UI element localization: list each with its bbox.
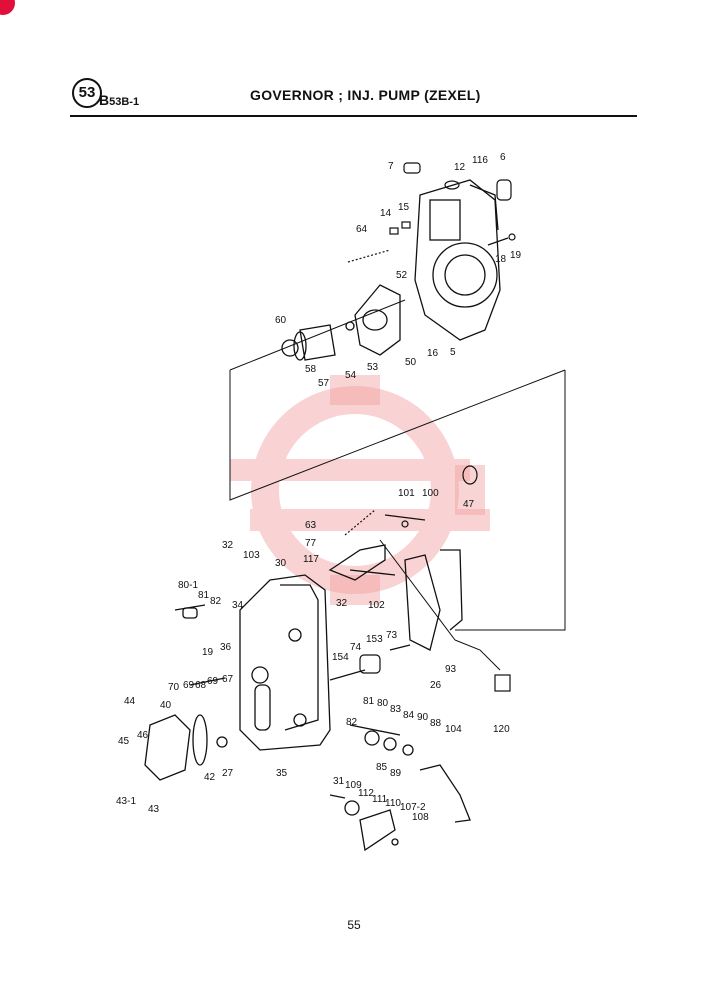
part-label: 58 (305, 364, 317, 375)
part-label: 69 (207, 676, 219, 687)
part-label: 83 (390, 704, 402, 715)
part-label: 54 (345, 370, 357, 381)
small-parts-upper (347, 162, 516, 263)
part-label: 43-1 (116, 796, 136, 807)
flyweight-assembly (281, 284, 401, 361)
part-label: 12 (454, 162, 466, 173)
part-label: 110 (385, 798, 401, 809)
part-label: 19 (202, 647, 214, 658)
page-title: GOVERNOR ; INJ. PUMP (ZEXEL) (250, 87, 481, 103)
part-label: 80-1 (178, 580, 198, 591)
part-label: 112 (358, 788, 374, 799)
part-label: 154 (332, 652, 349, 663)
part-label: 116 (472, 155, 488, 166)
part-label: 53 (367, 362, 379, 373)
part-label: 81 (198, 590, 210, 601)
part-label: 67 (222, 674, 234, 685)
part-label: 82 (210, 596, 222, 607)
part-label: 6 (500, 152, 506, 163)
part-label: 16 (427, 348, 439, 359)
governor-housing-lower (239, 574, 331, 751)
part-label: 90 (417, 712, 429, 723)
part-label: 32 (222, 540, 234, 551)
governor-housing-upper (414, 179, 501, 341)
section-prefix: B (99, 92, 110, 108)
upper-assembly-frame (229, 299, 566, 631)
part-label: 77 (305, 538, 317, 549)
spring-parts-lower (329, 465, 511, 692)
gear-logo-watermark (230, 386, 490, 594)
part-label: 68 (195, 680, 207, 691)
part-label: 34 (232, 600, 244, 611)
part-labels: 7 12 116 6 14 15 64 18 19 52 60 58 57 54… (116, 152, 522, 823)
part-label: 7 (388, 161, 394, 172)
part-label: 93 (445, 664, 457, 675)
part-label: 5 (450, 347, 456, 358)
lever-assembly (328, 514, 463, 651)
part-label: 111 (372, 794, 388, 805)
part-label: 45 (118, 736, 130, 747)
part-label: 26 (430, 680, 442, 691)
part-label: 69 (183, 680, 195, 691)
side-cover-assembly (144, 604, 228, 781)
part-label: 46 (137, 730, 149, 741)
part-label: 102 (368, 600, 385, 611)
section-code-text: 53B-1 (109, 96, 140, 108)
section-number-circle: 53 (72, 78, 102, 108)
part-label: 43 (148, 804, 160, 815)
part-label: 89 (390, 768, 402, 779)
part-label: 81 (363, 696, 375, 707)
part-label: 60 (275, 315, 287, 326)
part-label: 80 (377, 698, 389, 709)
part-label: 40 (160, 700, 172, 711)
part-label: 70 (168, 682, 180, 693)
corner-badge (0, 0, 15, 15)
part-label: 32 (336, 598, 348, 609)
part-label: 88 (430, 718, 442, 729)
part-label: 63 (305, 520, 317, 531)
part-label: 50 (405, 357, 417, 368)
part-label: 84 (403, 710, 415, 721)
part-label: 31 (333, 776, 345, 787)
part-label: 35 (276, 768, 288, 779)
part-label: 85 (376, 762, 388, 773)
part-label: 44 (124, 696, 136, 707)
lower-assembly-frame (379, 539, 501, 671)
exploded-parts-diagram: 7 12 116 6 14 15 64 18 19 52 60 58 57 54… (0, 130, 708, 890)
part-label: 82 (346, 717, 358, 728)
stop-lever-assembly (329, 724, 471, 852)
part-label: 64 (356, 224, 368, 235)
part-label: 27 (222, 768, 234, 779)
part-label: 153 (366, 634, 383, 645)
page-number: 55 (347, 918, 361, 932)
part-label: 100 (422, 488, 439, 499)
part-label: 36 (220, 642, 232, 653)
part-label: 19 (510, 250, 522, 261)
part-label: 108 (412, 812, 429, 823)
part-label: 117 (303, 554, 319, 565)
part-label: 104 (445, 724, 462, 735)
part-label: 73 (386, 630, 398, 641)
header-rule (70, 115, 637, 117)
part-label: 42 (204, 772, 216, 783)
part-label: 101 (398, 488, 415, 499)
part-label: 30 (275, 558, 287, 569)
part-label: 120 (493, 724, 510, 735)
part-label: 109 (345, 780, 362, 791)
part-label: 52 (396, 270, 408, 281)
part-label: 57 (318, 378, 330, 389)
part-label: 107-2 (400, 802, 426, 813)
section-code: B53B-1 (99, 92, 139, 108)
page-header: 53 B53B-1 GOVERNOR ; INJ. PUMP (ZEXEL) (0, 0, 708, 120)
part-label: 14 (380, 208, 392, 219)
part-label: 15 (398, 202, 410, 213)
part-label: 103 (243, 550, 260, 561)
part-label: 47 (463, 499, 475, 510)
part-label: 18 (495, 254, 507, 265)
part-label: 74 (350, 642, 362, 653)
